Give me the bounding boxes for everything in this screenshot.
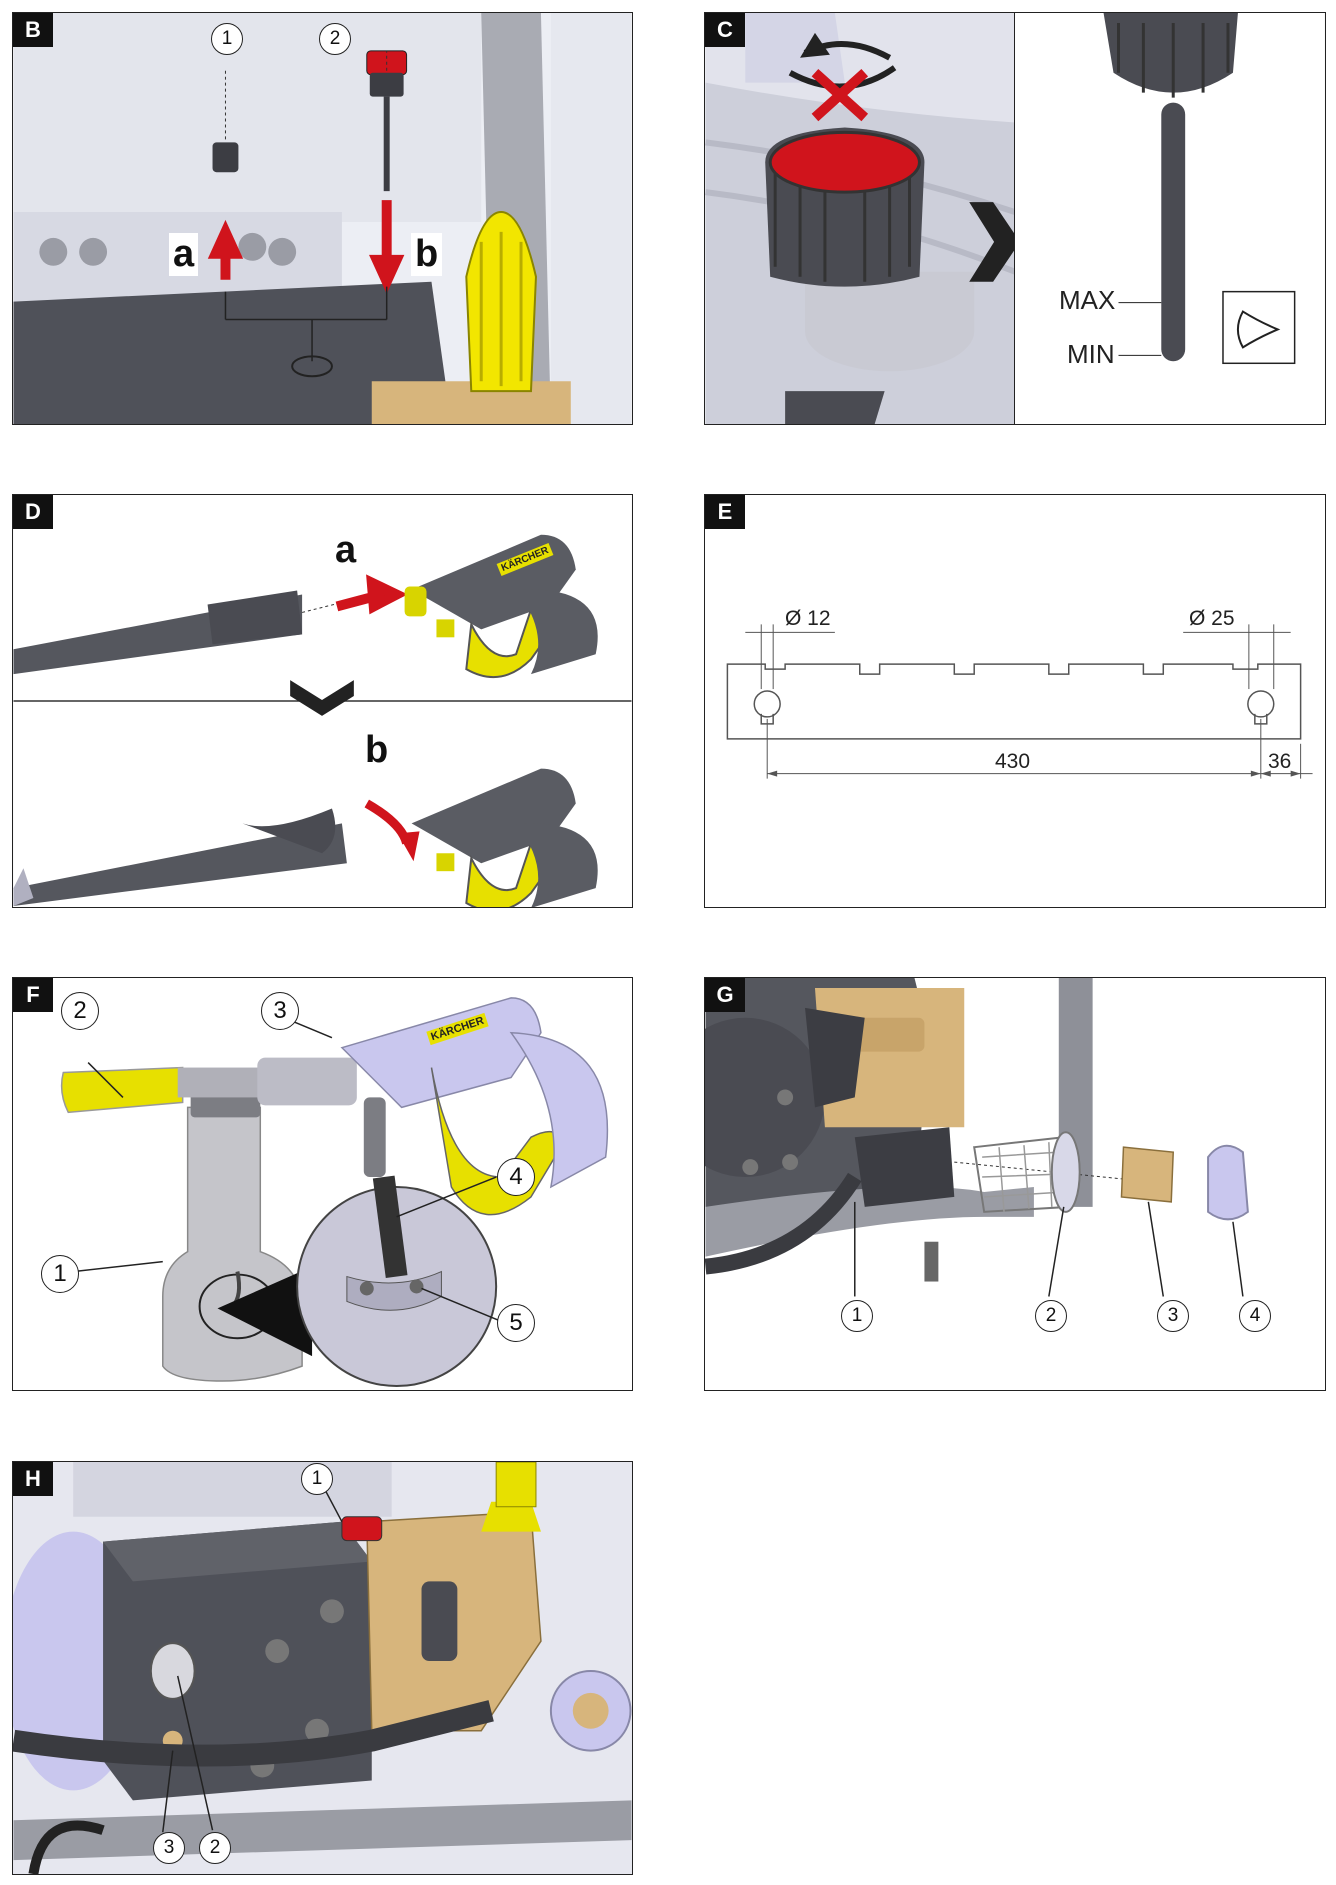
callout-2: 2 <box>319 23 351 55</box>
panel-tag: C <box>705 13 745 47</box>
panel-tag: B <box>13 13 53 47</box>
panel-e-drawing <box>726 624 1313 779</box>
callout-1: 1 <box>211 23 243 55</box>
callout-3: 3 <box>261 992 299 1030</box>
callout-2: 2 <box>1035 1300 1067 1332</box>
panel-tag: G <box>705 978 745 1012</box>
panel-h: H 1 2 3 <box>12 1461 633 1875</box>
panel-e: E Ø 12 Ø 25 430 36 <box>704 494 1326 908</box>
panel-c: C MAX MIN <box>704 12 1326 425</box>
dimension-offset: 36 <box>1268 750 1292 773</box>
panel-b: B 1 2 a b <box>12 12 633 425</box>
panel-g: G 1 2 3 4 <box>704 977 1326 1391</box>
callout-3: 3 <box>1157 1300 1189 1332</box>
min-label: MIN <box>1067 339 1115 369</box>
callout-5: 5 <box>497 1304 535 1342</box>
max-label: MAX <box>1059 285 1116 315</box>
callout-4: 4 <box>1239 1300 1271 1332</box>
panel-tag: H <box>13 1462 53 1496</box>
dimension-diameter-12: Ø 12 <box>785 607 831 630</box>
callout-2: 2 <box>61 992 99 1030</box>
step-a-label: a <box>335 529 357 571</box>
callout-1: 1 <box>301 1463 333 1495</box>
panel-b-illustration <box>13 13 632 424</box>
dimension-length: 430 <box>995 750 1031 773</box>
panel-g-illustration <box>705 978 1249 1297</box>
callout-1: 1 <box>41 1255 79 1293</box>
panel-c-illustration <box>705 13 1325 424</box>
dimension-diameter-25: Ø 25 <box>1189 607 1235 630</box>
step-b-label: b <box>411 233 443 276</box>
panel-f-illustration <box>60 997 609 1388</box>
step-a-label: a <box>169 233 199 276</box>
step-b-label: b <box>365 729 389 771</box>
callout-1: 1 <box>841 1300 873 1332</box>
panel-d: D a b KÄRCHER <box>12 494 633 908</box>
callout-4: 4 <box>497 1158 535 1196</box>
panel-tag: E <box>705 495 745 529</box>
panel-tag: F <box>13 978 53 1012</box>
panel-tag: D <box>13 495 53 529</box>
callout-3: 3 <box>153 1832 185 1864</box>
panel-f: F 1 2 3 4 5 KÄRCHER <box>12 977 633 1391</box>
panel-h-illustration <box>13 1462 632 1874</box>
callout-2: 2 <box>199 1832 231 1864</box>
